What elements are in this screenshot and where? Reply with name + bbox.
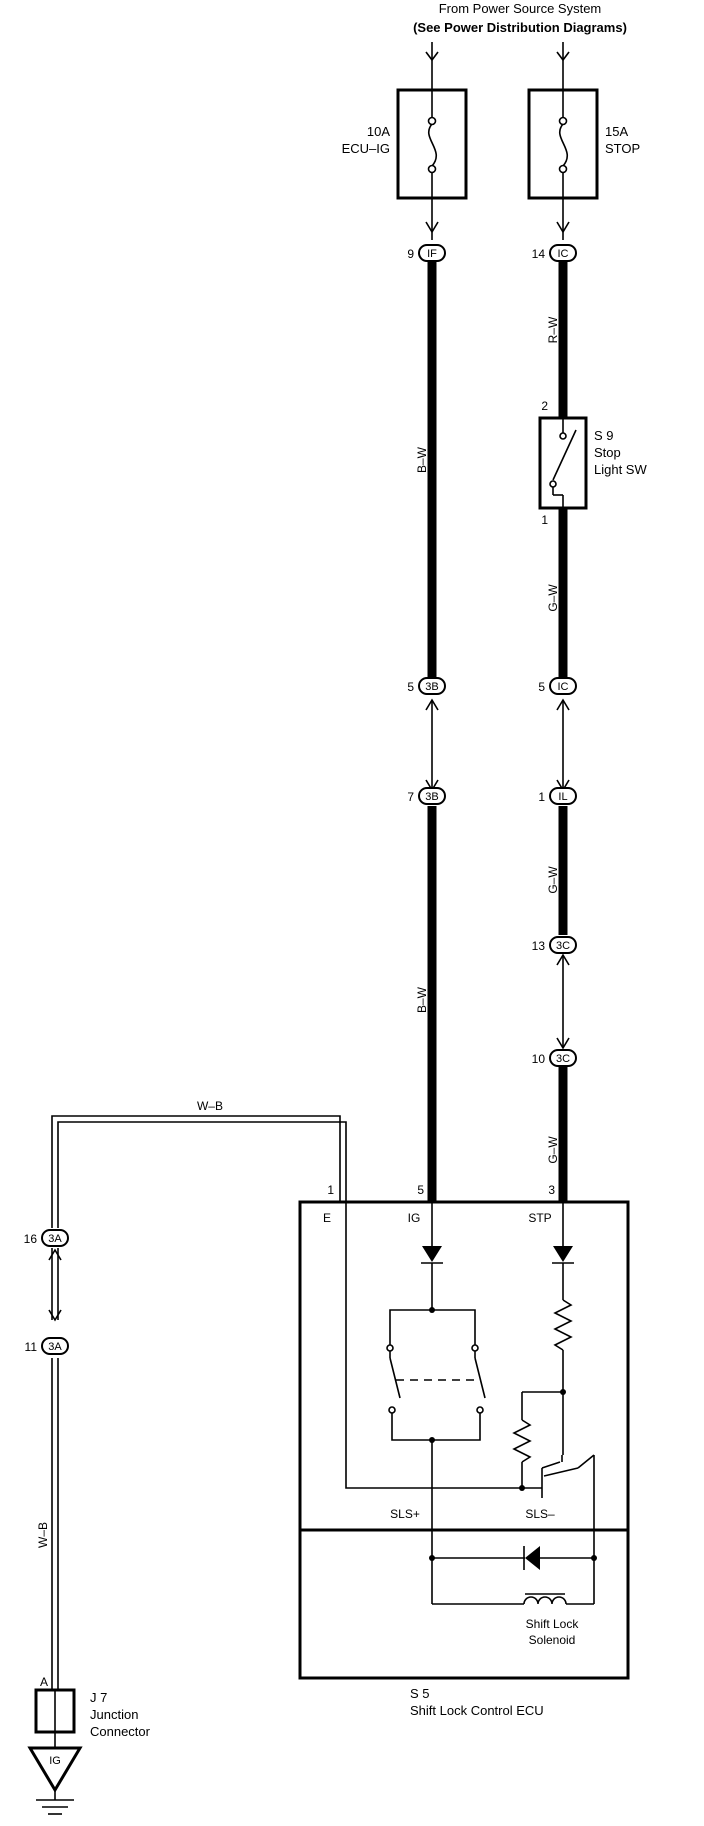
connector-pin: 11 bbox=[25, 1340, 38, 1354]
joint-arrow-up-2 bbox=[556, 698, 570, 711]
transistor-emitter bbox=[543, 1467, 579, 1477]
connector-pin: 13 bbox=[532, 939, 546, 953]
wire-label-bw-upper: B–W bbox=[415, 446, 429, 473]
ecu-pin-ig: 5 bbox=[417, 1183, 424, 1197]
wire-label-bw-lower: B–W bbox=[415, 986, 429, 1013]
ground-icon: IG bbox=[27, 1746, 83, 1815]
supply-arrow-left bbox=[425, 42, 439, 92]
junction-connector: A J 7 Junction Connector bbox=[34, 1675, 151, 1748]
junction-code: J 7 bbox=[90, 1690, 107, 1705]
connector-il-1: IL 1 bbox=[538, 787, 577, 805]
supply-arrow-right bbox=[556, 42, 570, 92]
ecu-term-sls-plus: SLS+ bbox=[390, 1507, 420, 1521]
connector-3a-11: 3A 11 bbox=[25, 1337, 69, 1355]
connector-pin: 14 bbox=[532, 247, 546, 261]
fuse-stop-rating: 15A bbox=[605, 124, 628, 139]
joint-arrow-down-3 bbox=[556, 1037, 570, 1050]
transistor-collector bbox=[541, 1461, 561, 1469]
fuse-ecu-ig-rating: 10A bbox=[367, 124, 390, 139]
connector-pin: 9 bbox=[407, 247, 414, 261]
connector-code: 3B bbox=[425, 681, 438, 693]
ecu-pin-e: 1 bbox=[327, 1183, 334, 1197]
wire-label-gw-3: G–W bbox=[546, 1136, 560, 1164]
wire-label-rw: R–W bbox=[546, 316, 560, 343]
relay-contact-left bbox=[389, 1357, 401, 1399]
fuse-stop-name: STOP bbox=[605, 141, 640, 156]
fuse-ecu-ig-name: ECU–IG bbox=[342, 141, 390, 156]
connector-3c-10: 3C 10 bbox=[532, 1049, 577, 1067]
connector-pin: 5 bbox=[407, 680, 414, 694]
wire-label-wb-left: W–B bbox=[36, 1522, 50, 1548]
ecu-name: Shift Lock Control ECU bbox=[410, 1703, 544, 1718]
connector-pin: 7 bbox=[407, 790, 414, 804]
power-source-header: From Power Source System (See Power Dist… bbox=[413, 1, 627, 35]
source-line-1: From Power Source System bbox=[439, 1, 602, 16]
source-line-2: (See Power Distribution Diagrams) bbox=[413, 20, 627, 35]
connector-pin: 5 bbox=[538, 680, 545, 694]
ecu-term-e: E bbox=[323, 1211, 331, 1225]
connector-ic-14: IC 14 bbox=[532, 244, 577, 262]
connector-3a-16: 3A 16 bbox=[24, 1229, 69, 1247]
relay-contact-right bbox=[474, 1357, 486, 1399]
stop-switch-pin-bottom: 1 bbox=[541, 513, 548, 527]
connector-pin: 10 bbox=[532, 1052, 546, 1066]
connector-3b-5: 3B 5 bbox=[407, 677, 446, 695]
solenoid-name-2: Solenoid bbox=[529, 1633, 576, 1647]
ground-label: IG bbox=[49, 1755, 61, 1767]
joint-arrow-up-3 bbox=[556, 953, 570, 966]
base-resistor-icon bbox=[512, 1419, 532, 1463]
stop-switch-name-2: Light SW bbox=[594, 462, 647, 477]
stop-switch-code: S 9 bbox=[594, 428, 614, 443]
fuse-output-arrows bbox=[425, 198, 570, 240]
wire-wb-double bbox=[48, 1115, 347, 1690]
shift-lock-control-ecu: 1 5 3 E IG STP SLS+ SLS– bbox=[298, 1183, 630, 1718]
connector-pin: 16 bbox=[24, 1232, 38, 1246]
ecu-pin-stp: 3 bbox=[548, 1183, 555, 1197]
ecu-term-ig: IG bbox=[408, 1211, 421, 1225]
junction-name-1: Junction bbox=[90, 1707, 138, 1722]
stop-switch-name-1: Stop bbox=[594, 445, 621, 460]
connector-code: 3B bbox=[425, 791, 438, 803]
ecu-term-sls-minus: SLS– bbox=[525, 1507, 555, 1521]
wire-label-gw-1: G–W bbox=[546, 584, 560, 612]
connector-code: 3C bbox=[556, 1053, 570, 1065]
junction-pin: A bbox=[40, 1675, 48, 1689]
stp-diode-icon bbox=[553, 1246, 573, 1262]
connector-code: IC bbox=[558, 248, 569, 260]
connector-code: IC bbox=[558, 681, 569, 693]
wire-label-gw-2: G–W bbox=[546, 866, 560, 894]
stop-light-switch: 2 1 S 9 Stop Light SW bbox=[538, 399, 647, 527]
connector-3b-7: 3B 7 bbox=[407, 787, 446, 805]
connector-pin: 1 bbox=[538, 790, 545, 804]
connector-if-9: IF 9 bbox=[407, 244, 446, 262]
stop-switch-pin-top: 2 bbox=[541, 399, 548, 413]
solenoid-coil-icon bbox=[523, 1596, 567, 1605]
fuse-stop: 15A STOP bbox=[527, 88, 640, 200]
wire-label-wb-top: W–B bbox=[197, 1099, 223, 1113]
ecu-term-stp: STP bbox=[528, 1211, 551, 1225]
connector-code: 3A bbox=[48, 1233, 62, 1245]
solenoid-name-1: Shift Lock bbox=[526, 1617, 580, 1631]
ecu-code: S 5 bbox=[410, 1686, 430, 1701]
connector-ic-5: IC 5 bbox=[538, 677, 577, 695]
ig-diode-icon bbox=[422, 1246, 442, 1262]
connector-code: 3C bbox=[556, 940, 570, 952]
connector-code: 3A bbox=[48, 1341, 62, 1353]
junction-dot bbox=[519, 1485, 525, 1491]
stp-resistor-icon bbox=[553, 1299, 573, 1351]
joint-arrow-up bbox=[425, 698, 439, 711]
connector-3c-13: 3C 13 bbox=[532, 936, 577, 954]
fuse-ecu-ig: 10A ECU–IG bbox=[342, 88, 468, 200]
connector-code: IF bbox=[427, 248, 437, 260]
junction-name-2: Connector bbox=[90, 1724, 151, 1739]
flyback-diode-icon bbox=[525, 1546, 540, 1570]
connector-code: IL bbox=[558, 791, 567, 803]
